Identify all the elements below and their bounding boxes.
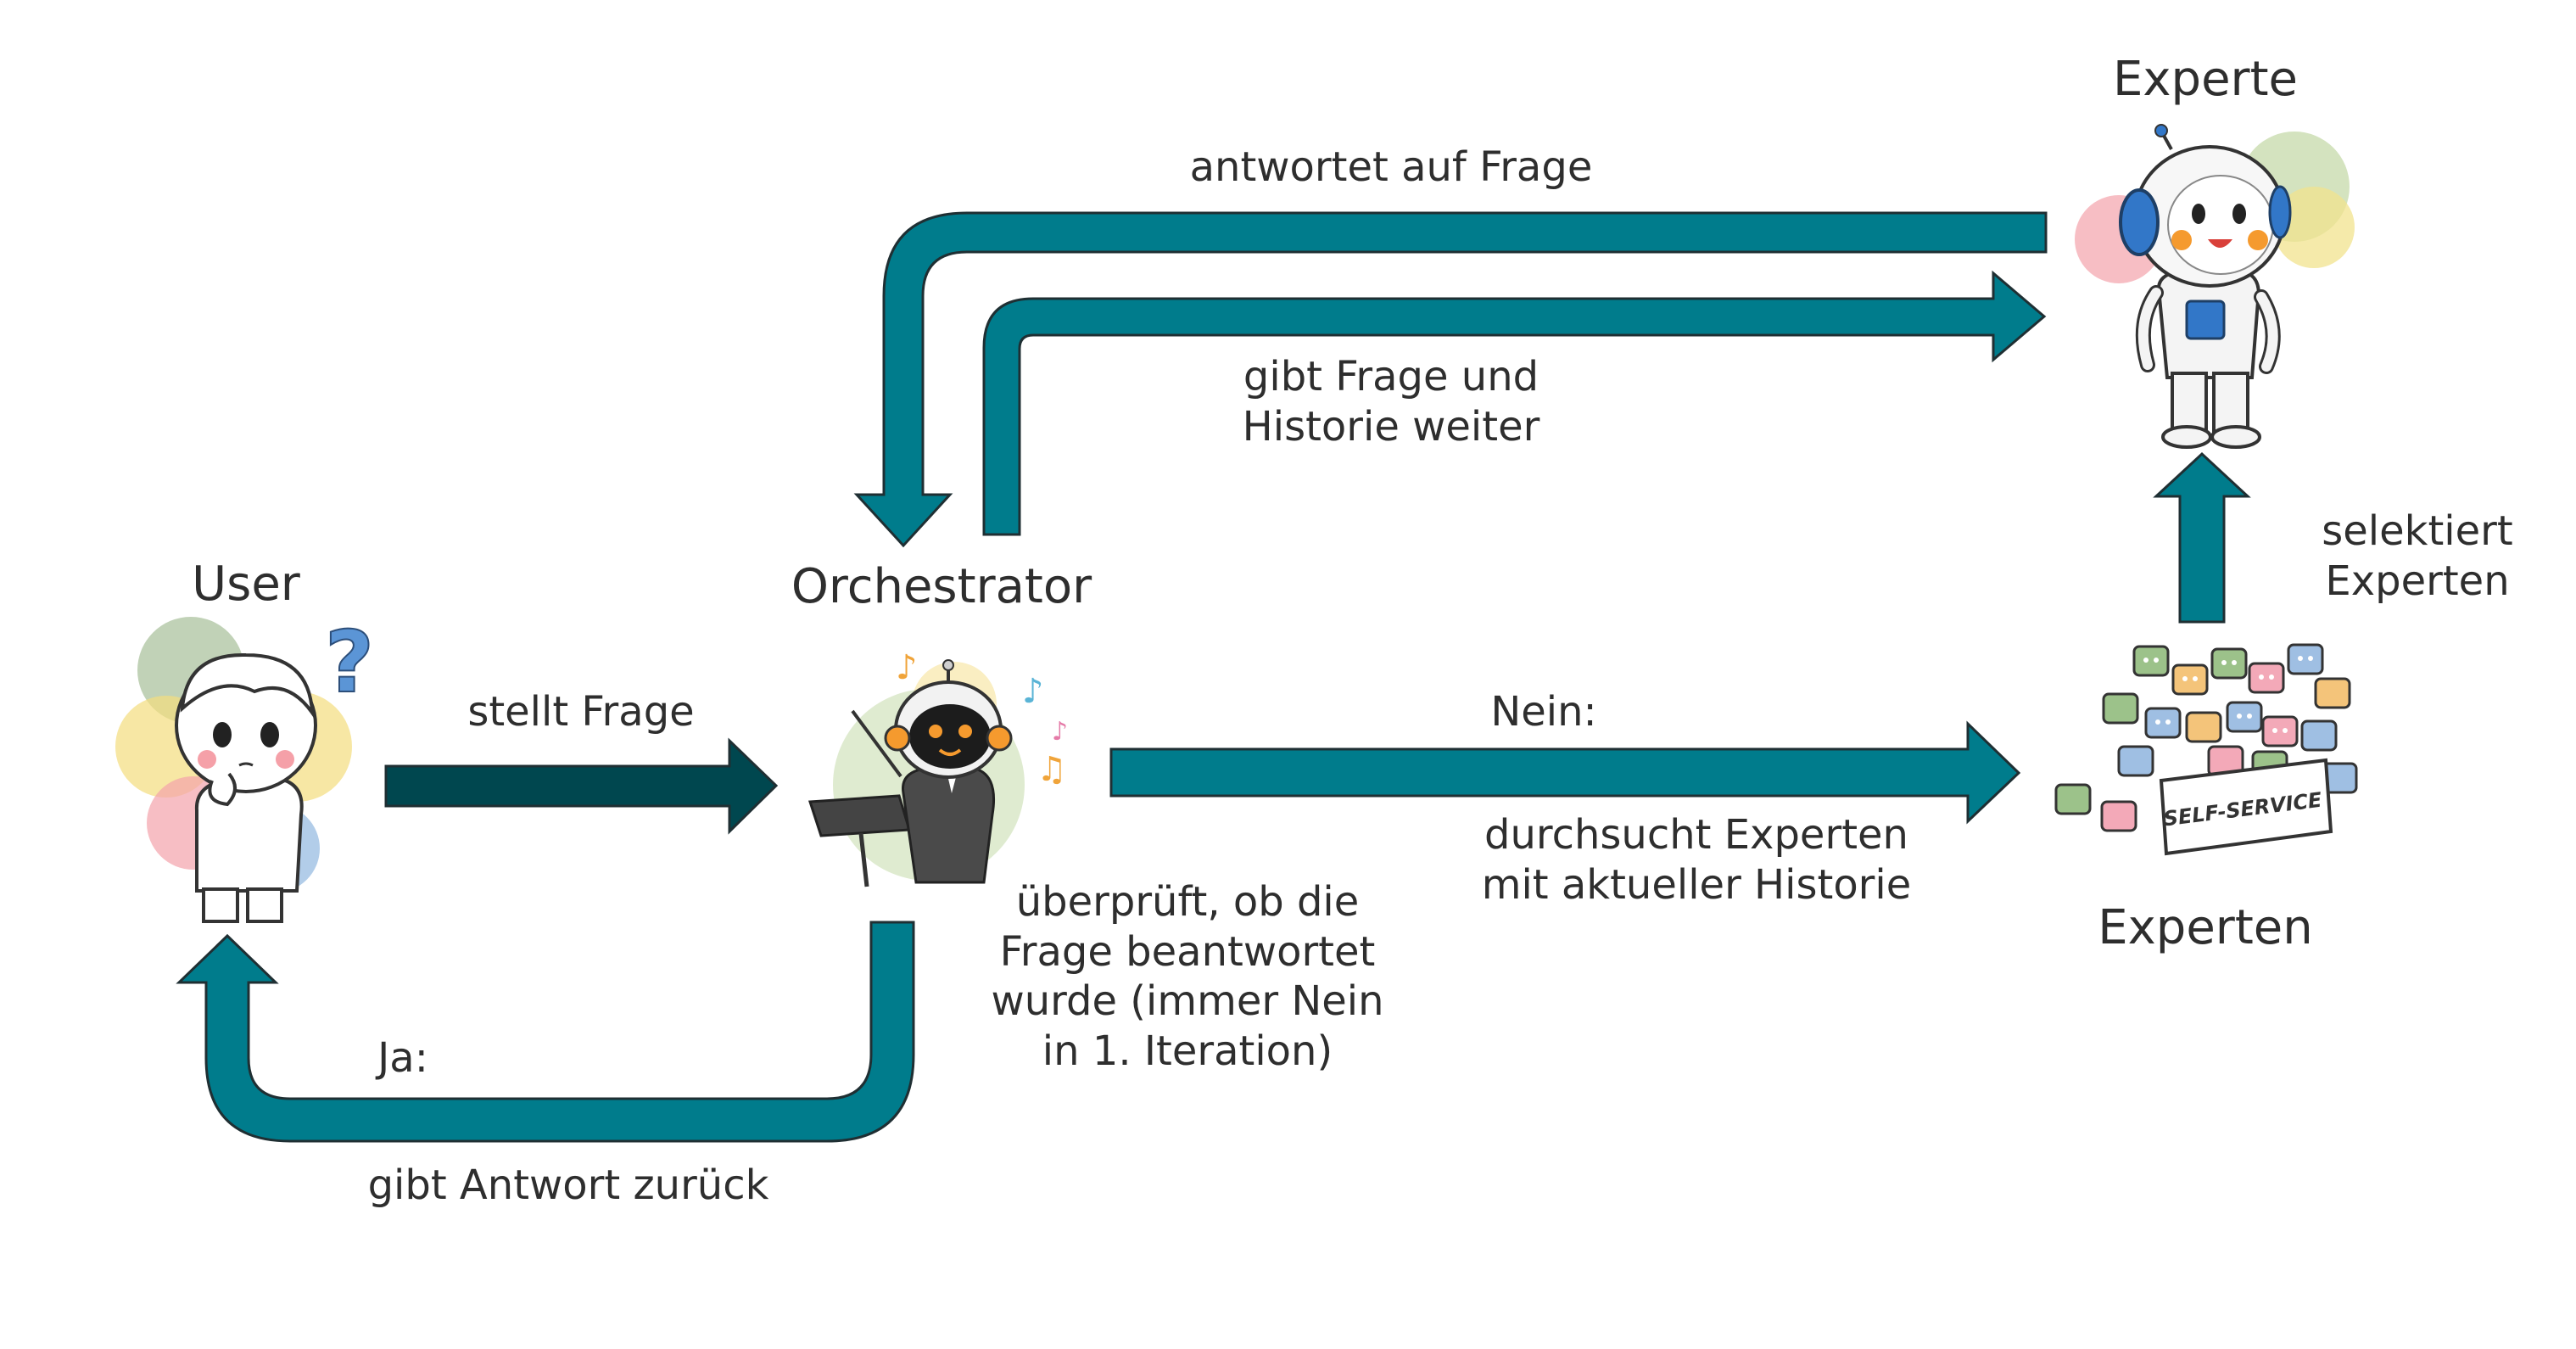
arrow-orchestrator-to-experten [1109, 720, 2021, 825]
node-user-label: User [192, 557, 300, 612]
arrow-orchestrator-to-experte [982, 270, 2047, 536]
node-experte-label: Experte [2113, 52, 2298, 107]
edge-gibt-antwort-label: gibt Antwort zurück [367, 1161, 769, 1209]
question-mark-icon: ? [325, 613, 374, 712]
svg-text:♪: ♪ [1022, 672, 1044, 711]
arrow-user-to-orchestrator [384, 737, 779, 835]
arrow-experten-to-experte [2153, 451, 2251, 624]
edge-nein-label: Nein: [1490, 688, 1597, 736]
svg-text:♪: ♪ [896, 648, 918, 687]
node-experten-label: Experten [2098, 900, 2313, 955]
node-orchestrator-label: Orchestrator [791, 559, 1092, 614]
svg-text:♫: ♫ [1037, 750, 1067, 789]
experten-illustration: SELF-SERVICE [2054, 643, 2358, 856]
arrow-orchestrator-to-user [176, 921, 915, 1143]
edge-stellt-frage-label: stellt Frage [467, 688, 695, 736]
experte-illustration [2075, 124, 2355, 449]
edge-antwortet-label: antwortet auf Frage [1189, 143, 1593, 191]
user-illustration: ? [115, 612, 375, 923]
svg-text:♪: ♪ [1052, 717, 1068, 747]
edge-ueberprueft-label: überprüft, ob die Frage beantwortet wurd… [991, 878, 1384, 1075]
orchestrator-illustration: ♪ ♪ ♫ ♪ [807, 648, 1068, 887]
edge-ja-label: Ja: [377, 1034, 428, 1082]
edge-selektiert-label: selektiert Experten [2322, 507, 2513, 605]
edge-gibt-frage-label: gibt Frage und Historie weiter [1242, 353, 1540, 451]
edge-durchsucht-label: durchsucht Experten mit aktueller Histor… [1481, 811, 1912, 909]
arrow-experte-to-orchestrator [853, 211, 2048, 548]
